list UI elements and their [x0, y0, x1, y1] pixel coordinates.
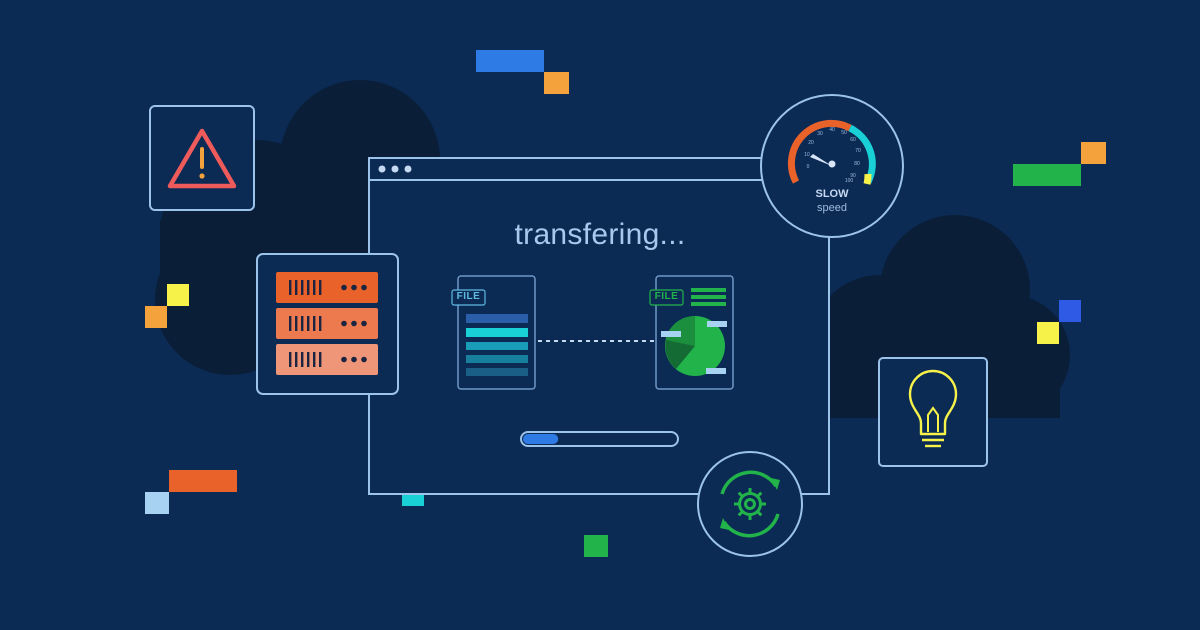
source-file-label: FILE	[456, 291, 481, 302]
server-rack-card	[256, 253, 399, 395]
gear-sync-icon	[697, 451, 803, 557]
svg-text:100: 100	[845, 178, 854, 184]
target-file-card	[649, 275, 734, 390]
svg-text:40: 40	[829, 127, 835, 133]
progress-bar	[520, 431, 679, 447]
svg-text:0: 0	[807, 164, 810, 170]
svg-text:30: 30	[817, 131, 823, 137]
decorative-pixels	[145, 50, 1106, 557]
target-file-label: FILE	[654, 291, 679, 302]
warning-card	[149, 105, 255, 211]
svg-text:70: 70	[855, 148, 861, 154]
svg-text:90: 90	[850, 173, 856, 179]
window-status-title: transfering...	[514, 218, 686, 251]
source-file-card	[451, 275, 536, 390]
svg-text:60: 60	[850, 137, 856, 143]
svg-text:80: 80	[854, 161, 860, 167]
lightbulb-card	[878, 357, 988, 467]
svg-text:20: 20	[808, 140, 814, 146]
svg-text:50: 50	[841, 130, 847, 136]
svg-text:10: 10	[804, 152, 810, 158]
